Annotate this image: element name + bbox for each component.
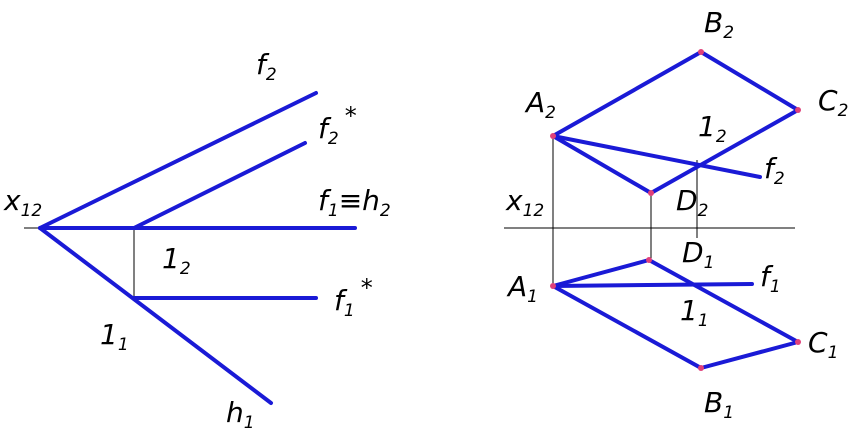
- label-right-f2: f2: [764, 152, 785, 189]
- line-c2-d2: [649, 108, 800, 195]
- point-c2: [795, 107, 801, 113]
- label-d1: D1: [682, 236, 714, 273]
- line-a2-d2: [551, 134, 653, 195]
- line-b1-c1: [699, 340, 800, 370]
- label-right-x12: x12: [505, 184, 544, 221]
- line-b2-c2: [699, 50, 800, 112]
- label-d2: D2: [676, 184, 708, 221]
- left-label-1-1: 11: [100, 318, 129, 355]
- left-label-f2-star: f2*: [318, 102, 357, 149]
- left-label-f1-h2: f1≡h2: [318, 184, 391, 221]
- label-1-1: 11: [680, 294, 709, 331]
- point-b1: [698, 365, 704, 371]
- label-b1: B1: [704, 386, 734, 423]
- point-a1: [550, 283, 556, 289]
- line-a1-d1: [551, 258, 651, 288]
- point-b2: [698, 49, 704, 55]
- line-a1-b1: [551, 284, 703, 370]
- left-label-x12: x12: [3, 184, 42, 221]
- left-figure: x12 f2 f2* f1≡h2 12 f1* 11 h1: [3, 48, 391, 433]
- right-figure: B2 A2 C2 12 f2 x12 D2 D1 A1 f1 11 C1 B1: [504, 6, 848, 423]
- label-b2: B2: [704, 6, 734, 43]
- right-line-f1: [551, 282, 754, 288]
- label-a1: A1: [506, 270, 538, 307]
- line-a2-b2: [551, 50, 703, 138]
- left-label-h1: h1: [226, 396, 255, 433]
- label-right-f1: f1: [760, 260, 781, 297]
- right-line-f2: [551, 134, 762, 179]
- left-label-f2: f2: [256, 48, 277, 85]
- left-label-1-2: 12: [162, 242, 191, 279]
- point-d1: [646, 257, 652, 263]
- left-line-h1: [38, 226, 273, 405]
- line-d1-c1: [647, 258, 800, 344]
- left-label-f1-star: f1*: [334, 274, 373, 321]
- label-a2: A2: [524, 86, 556, 123]
- point-d2: [648, 190, 654, 196]
- point-c1: [795, 339, 801, 345]
- left-line-f2: [38, 91, 318, 230]
- label-c1: C1: [808, 326, 838, 363]
- point-a2: [550, 133, 556, 139]
- label-c2: C2: [818, 84, 848, 121]
- label-1-2: 12: [698, 110, 727, 147]
- left-line-f2-star: [132, 141, 307, 230]
